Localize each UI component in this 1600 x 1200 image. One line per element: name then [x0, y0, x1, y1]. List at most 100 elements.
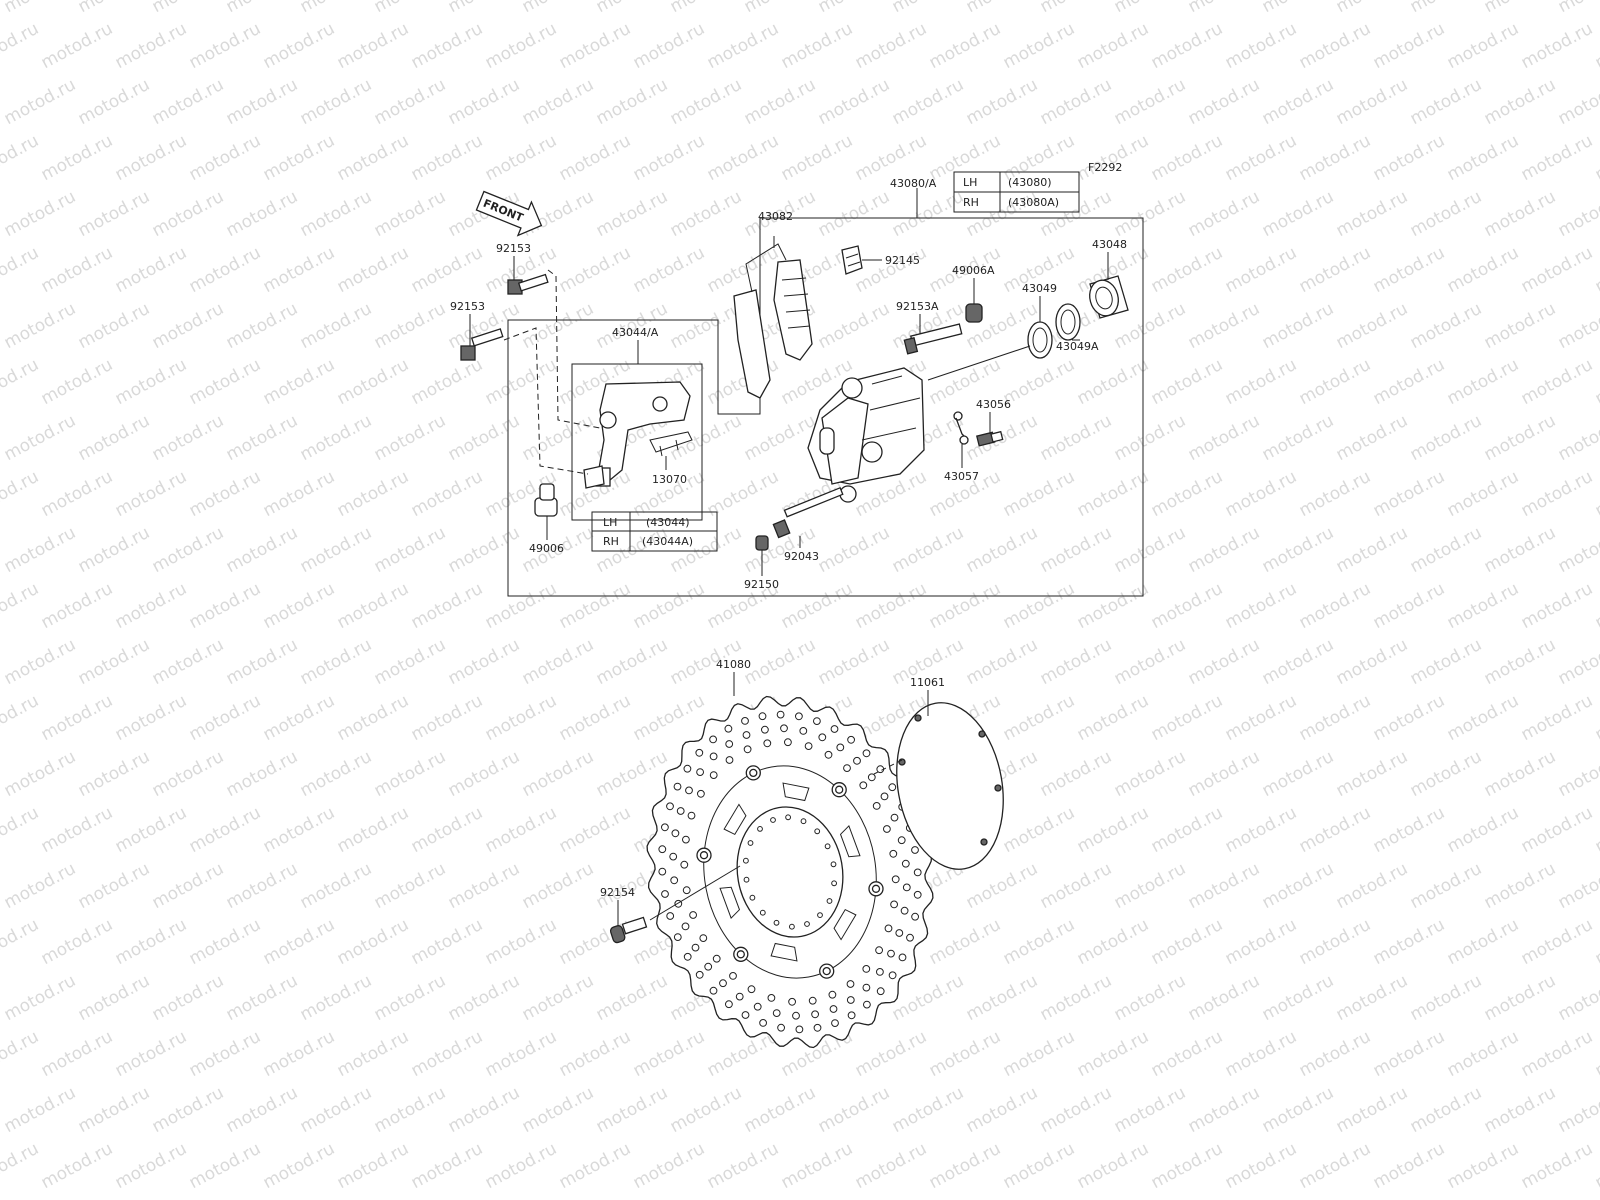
disc-vent-hole [847, 735, 855, 744]
callout-43080: 43080/A [890, 177, 937, 190]
disc-vent-hole [767, 994, 776, 1002]
disc-vent-hole [666, 802, 674, 811]
gasket-11061 [896, 702, 1004, 870]
disc-vent-hole [883, 825, 891, 833]
disc-vent-hole [891, 875, 900, 884]
table-43044-part-0: (43044) [646, 516, 690, 529]
callout-43044: 43044/A [612, 326, 659, 339]
disc-vent-hole [795, 712, 803, 721]
disc-vent-hole [776, 710, 785, 719]
disc-vent-hole [687, 811, 696, 820]
callout-92153-upper: 92153 [496, 242, 531, 255]
disc-inner-hole [743, 876, 750, 883]
disc-mount-hole [822, 966, 831, 976]
callout-92043: 92043 [784, 550, 819, 563]
disc-vent-hole [725, 1000, 733, 1009]
disc-vent-hole [725, 756, 734, 764]
disc-vent-hole [673, 782, 682, 791]
disc-inner-hole [757, 826, 763, 832]
disc-vent-hole [808, 996, 817, 1005]
disc-vent-hole [725, 740, 734, 748]
callout-43049: 43049 [1022, 282, 1057, 295]
boot-49006 [534, 483, 558, 517]
disc-vent-hole [890, 813, 899, 822]
disc-vent-hole [902, 883, 911, 892]
disc-vent-hole [682, 886, 691, 895]
disc-vent-hole [671, 829, 680, 838]
disc-vent-hole [799, 727, 808, 735]
figure-code: F2292 [1088, 161, 1122, 174]
disc-vent-hole [780, 724, 788, 733]
pad-spring-13070 [649, 431, 693, 457]
bleed-valve-43057 [953, 411, 969, 445]
disc-vent-hole [784, 738, 792, 747]
disc-vent-hole [876, 987, 885, 996]
table-43080-side-1: RH [963, 196, 979, 209]
disc-vent-hole [658, 867, 667, 876]
table-43044-side-0: LH [603, 516, 617, 529]
disc-vent-hole [658, 845, 667, 854]
disc-vent-hole [813, 1023, 822, 1032]
disc-vent-hole [709, 986, 718, 995]
disc-inner-hole [759, 909, 766, 916]
disc-vent-hole [887, 949, 895, 958]
disc-vent-hole [862, 749, 871, 758]
disc-vent-hole [829, 1005, 838, 1013]
nut-92150 [755, 535, 769, 551]
disc-vent-hole [747, 985, 756, 994]
disc-inner-hole [824, 843, 831, 850]
disc-vent-hole [862, 965, 871, 973]
disc-vent-hole [729, 972, 737, 980]
disc-vent-hole [699, 934, 708, 942]
disc-inner-hole [817, 912, 823, 918]
disc-vent-hole [859, 781, 868, 790]
callout-43056: 43056 [976, 398, 1011, 411]
disc-inner-hole [831, 880, 837, 887]
disc-carrier-slot [839, 825, 861, 858]
disc-mount-hole [749, 768, 758, 778]
disc-vent-hole [911, 846, 919, 854]
caliper-assembly-frame [507, 217, 1144, 597]
disc-vent-hole [777, 1023, 785, 1032]
disc-vent-hole [696, 768, 704, 776]
disc-vent-hole [847, 1011, 856, 1020]
disc-mount-hole [736, 950, 745, 959]
table-43044-part-1: (43044A) [642, 535, 693, 548]
callout-92145: 92145 [885, 254, 920, 267]
table-43080-part-1: (43080A) [1008, 196, 1059, 209]
disc-vent-hole [853, 756, 861, 765]
disc-vent-hole [811, 1010, 819, 1019]
disc-mount-hole [871, 884, 881, 893]
disc-vent-hole [685, 786, 693, 795]
disc-vent-hole [901, 859, 910, 868]
disc-vent-hole [880, 792, 889, 801]
disc-vent-hole [676, 807, 685, 815]
disc-vent-hole [712, 954, 721, 963]
brake-disc-41080 [646, 695, 934, 1049]
pin-92153A [903, 323, 963, 355]
disc-vent-hole [661, 823, 669, 832]
bolt-92153-lower [460, 328, 504, 361]
disc-vent-hole [830, 725, 839, 733]
disc-vent-hole [913, 868, 922, 877]
seal-43049 [1027, 321, 1053, 359]
disc-vent-hole [828, 990, 837, 999]
disc-vent-hole [691, 943, 700, 952]
disc-vent-hole [876, 968, 884, 976]
front-arrow-icon: FRONT [475, 190, 543, 237]
side-table-43044: LH (43044) RH (43044A) [591, 511, 718, 552]
disc-vent-hole [709, 752, 718, 761]
disc-vent-hole [813, 717, 821, 725]
callout-11061: 11061 [910, 676, 945, 689]
table-43080-side-0: LH [963, 176, 977, 189]
disc-vent-hole [742, 731, 751, 739]
disc-vent-hole [741, 1011, 750, 1019]
disc-vent-hole [674, 899, 683, 908]
pad-spring-92145 [841, 245, 863, 275]
disc-vent-hole [741, 717, 749, 725]
disc-vent-hole [889, 849, 898, 858]
disc-vent-hole [862, 983, 871, 992]
disc-vent-hole [753, 1002, 762, 1011]
disc-vent-hole [913, 890, 922, 899]
disc-vent-hole [683, 952, 692, 961]
